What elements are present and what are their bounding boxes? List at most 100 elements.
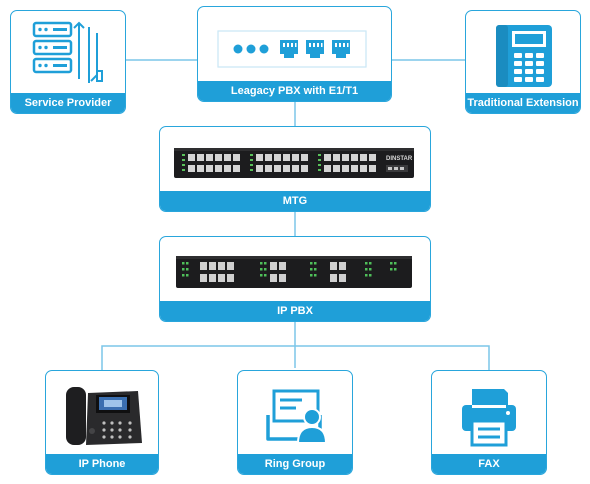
status-led (314, 274, 317, 277)
rj45-port (270, 274, 277, 282)
rj45-port (209, 274, 216, 282)
rj45-port (301, 154, 308, 161)
pbx-device (176, 256, 412, 288)
rj45-port (360, 165, 367, 172)
rj45-port (197, 165, 204, 172)
status-led (369, 268, 372, 271)
status-led (314, 262, 317, 265)
rj45-port (256, 154, 263, 161)
status-led (182, 274, 185, 277)
traditional-extension-label: Traditional Extension (466, 93, 580, 113)
status-led (394, 268, 397, 271)
rj45-port (270, 262, 277, 270)
rj45-port (188, 165, 195, 172)
rj45-port (301, 165, 308, 172)
user-group-icon (266, 389, 328, 444)
rj45-port (279, 274, 286, 282)
rj45-port (324, 154, 331, 161)
rj45-port (339, 262, 346, 270)
rj45-port (330, 274, 337, 282)
traditional-extension-card: Traditional Extension (465, 10, 581, 114)
rj45-port (188, 154, 195, 161)
rj45-port (233, 154, 240, 161)
status-led (186, 262, 189, 265)
rj45-port (206, 165, 213, 172)
mtg-brand: DINSTAR (386, 156, 413, 162)
rj45-port (342, 154, 349, 161)
ip-phone-label: IP Phone (46, 454, 158, 474)
rj45-port (274, 154, 281, 161)
status-led (365, 268, 368, 271)
status-led (186, 268, 189, 271)
rj45-port (265, 154, 272, 161)
status-led (394, 262, 397, 265)
rj45-port (227, 262, 234, 270)
ip-pbx-label: IP PBX (160, 301, 430, 321)
rj45-port (218, 262, 225, 270)
status-led (310, 274, 313, 277)
ethernet-ports-icon (217, 30, 367, 68)
rj45-port (279, 262, 286, 270)
line-branch (101, 345, 490, 370)
service-provider-label: Service Provider (11, 93, 125, 113)
server-rack-icon (32, 21, 103, 83)
rj45-port (200, 262, 207, 270)
rj45-port (342, 165, 349, 172)
status-led (318, 169, 321, 171)
status-led (264, 262, 267, 265)
ring-group-card: Ring Group (237, 370, 353, 475)
rj45-port (274, 165, 281, 172)
desk-phone-icon (496, 25, 552, 87)
gateway-device: DINSTAR (174, 148, 414, 178)
rj45-port (215, 165, 222, 172)
status-led (182, 164, 185, 166)
ring-group-label: Ring Group (238, 454, 352, 474)
status-led (250, 164, 253, 166)
rj45-port (333, 154, 340, 161)
status-led (182, 154, 185, 156)
status-led (318, 154, 321, 156)
status-led (390, 268, 393, 271)
rj45-port (206, 154, 213, 161)
status-led (369, 262, 372, 265)
ip-phone-card: IP Phone (45, 370, 159, 475)
status-led (260, 274, 263, 277)
mtg-card: DINSTAR MTG (159, 126, 431, 212)
rj45-port (283, 165, 290, 172)
service-provider-card: Service Provider (10, 10, 126, 114)
status-led (365, 262, 368, 265)
legacy-pbx-card: Leagacy PBX with E1/T1 (197, 6, 392, 102)
status-led (182, 159, 185, 161)
status-led (318, 164, 321, 166)
rj45-port (200, 274, 207, 282)
rj45-port (360, 154, 367, 161)
rj45-port (292, 154, 299, 161)
rj45-port (369, 165, 376, 172)
mtg-port-row (182, 154, 376, 172)
rj45-port (351, 154, 358, 161)
rj45-port (227, 274, 234, 282)
status-led (310, 262, 313, 265)
rj45-port (209, 262, 216, 270)
status-led (318, 159, 321, 161)
rj45-port (351, 165, 358, 172)
status-led (310, 268, 313, 271)
fax-card: FAX (431, 370, 547, 475)
rj45-port (224, 154, 231, 161)
printer-icon (462, 389, 516, 447)
rj45-port (218, 274, 225, 282)
fax-label: FAX (432, 454, 546, 474)
status-led (182, 169, 185, 171)
status-led (369, 274, 372, 277)
rj45-port (215, 154, 222, 161)
status-led (250, 154, 253, 156)
rj45-port (324, 165, 331, 172)
status-led (182, 262, 185, 265)
ip-pbx-card: IP PBX (159, 236, 431, 322)
rj45-port (265, 165, 272, 172)
status-led (264, 268, 267, 271)
rj45-port (197, 154, 204, 161)
status-led (365, 274, 368, 277)
status-led (264, 274, 267, 277)
mtg-label: MTG (160, 191, 430, 211)
